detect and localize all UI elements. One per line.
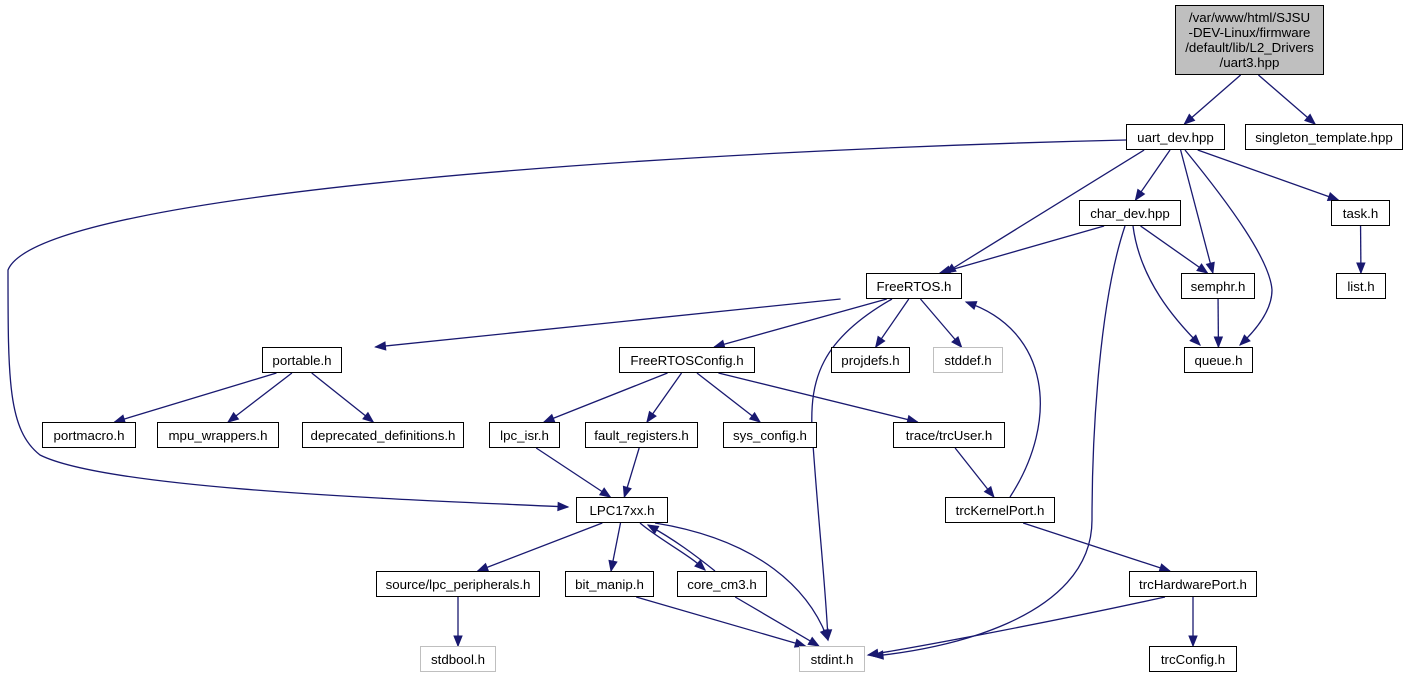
edge-portable_h-to-mpu_wrappers_h — [228, 373, 292, 422]
node-core-cm3-h[interactable]: core_cm3.h — [677, 571, 767, 597]
node-list-h[interactable]: list.h — [1336, 273, 1386, 299]
node-singleton-template-hpp[interactable]: singleton_template.hpp — [1245, 124, 1403, 150]
edge-bit_manip_h-to-stdint_h — [636, 597, 805, 646]
arrowhead-lpc_isr_h — [544, 415, 555, 422]
arrowhead-bit_manip_h — [609, 560, 617, 571]
root-file-path-line: -DEV-Linux/firmware — [1189, 25, 1311, 40]
edge-core_cm3_h-to-stdint_h — [735, 597, 819, 646]
arrowhead-lpc17xx_h — [600, 488, 611, 497]
edge-char_dev_hpp-to-freertos_h — [940, 226, 1104, 273]
node-deprecated-definitions-h[interactable]: deprecated_definitions.h — [302, 422, 464, 448]
node-trckernelport-h[interactable]: trcKernelPort.h — [945, 497, 1055, 523]
node-freertosconfig-h[interactable]: FreeRTOSConfig.h — [619, 347, 755, 373]
node-fault-registers-h[interactable]: fault_registers.h — [585, 422, 698, 448]
edge-portable_h-to-portmacro_h — [115, 373, 277, 422]
node-stdbool-h[interactable]: stdbool.h — [420, 646, 496, 672]
node-mpu-wrappers-h[interactable]: mpu_wrappers.h — [157, 422, 279, 448]
arrowhead-queue_h — [1214, 337, 1222, 347]
arrowhead-semphr_h — [1206, 262, 1214, 273]
arrowhead-projdefs_h — [876, 336, 885, 347]
edge-lpc17xx_h-to-core_cm3_h — [640, 523, 705, 570]
arrowhead-lpc17xx_h — [648, 525, 659, 533]
node-stddef-h[interactable]: stddef.h — [933, 347, 1003, 373]
node-projdefs-h[interactable]: projdefs.h — [831, 347, 910, 373]
edge-char_dev_hpp-to-semphr_h — [1141, 226, 1208, 273]
node-portmacro-h[interactable]: portmacro.h — [42, 422, 136, 448]
node-trace-trcuser-h[interactable]: trace/trcUser.h — [893, 422, 1005, 448]
arrowhead-freertos_h — [966, 302, 977, 310]
edge-lpc17xx_h-to-lpc_peripherals_h — [478, 523, 603, 571]
node-lpc17xx-h[interactable]: LPC17xx.h — [576, 497, 668, 523]
node-char-dev-hpp[interactable]: char_dev.hpp — [1079, 200, 1181, 226]
root-file-path-line: /uart3.hpp — [1220, 55, 1280, 70]
root-file-path-line: /default/lib/L2_Drivers — [1185, 40, 1314, 55]
edge-trckernelport_h-to-trchardwareport_h — [1023, 523, 1170, 571]
node-uart-dev-hpp[interactable]: uart_dev.hpp — [1126, 124, 1225, 150]
arrowhead-stdint_h — [868, 649, 879, 657]
root-file-path-line: /var/www/html/SJSU — [1189, 10, 1310, 25]
arrowhead-fault_registers_h — [647, 412, 656, 422]
arrowhead-portable_h — [375, 342, 385, 350]
arrowhead-lpc17xx_h — [623, 486, 631, 497]
node-stdint-h[interactable]: stdint.h — [799, 646, 865, 672]
arrowhead-sys_config_h — [750, 413, 760, 422]
node-lpc-isr-h[interactable]: lpc_isr.h — [489, 422, 560, 448]
edge-lpc_isr_h-to-lpc17xx_h — [536, 448, 610, 497]
arrowhead-stdbool_h — [454, 636, 462, 646]
edge-root-to-singleton_template_hpp — [1258, 75, 1315, 124]
arrowhead-lpc17xx_h — [558, 503, 568, 511]
arrowhead-list_h — [1357, 263, 1365, 273]
node-trcconfig-h[interactable]: trcConfig.h — [1149, 646, 1237, 672]
arrowhead-trcconfig_h — [1189, 636, 1197, 646]
node-trchardwareport-h[interactable]: trcHardwarePort.h — [1129, 571, 1257, 597]
arrowhead-stdint_h — [808, 637, 819, 646]
arrowhead-char_dev_hpp — [1135, 190, 1144, 200]
edge-freertos_h-to-portable_h — [375, 299, 840, 347]
edge-freertosconfig_h-to-trcuser_h — [718, 373, 917, 422]
node-semphr-h[interactable]: semphr.h — [1181, 273, 1255, 299]
edge-freertos_h-to-freertosconfig_h — [714, 299, 887, 347]
arrowhead-trckernelport_h — [985, 487, 994, 497]
node-sys-config-h[interactable]: sys_config.h — [723, 422, 817, 448]
edge-trchardwareport_h-to-stdint_h — [868, 597, 1165, 655]
node-bit-manip-h[interactable]: bit_manip.h — [565, 571, 654, 597]
edge-trckernelport_h-to-freertos_h — [966, 302, 1040, 497]
node-lpc-peripherals-h[interactable]: source/lpc_peripherals.h — [376, 571, 540, 597]
node-freertos-h[interactable]: FreeRTOS.h — [866, 273, 962, 299]
edge-core_cm3_h-to-lpc17xx_h — [648, 525, 715, 571]
arrowhead-semphr_h — [1197, 264, 1207, 273]
arrowhead-deprecated_definitions_h — [363, 413, 373, 422]
node-portable-h[interactable]: portable.h — [262, 347, 342, 373]
node-task-h[interactable]: task.h — [1331, 200, 1390, 226]
arrowhead-stdint_h — [821, 629, 828, 640]
edge-uart_dev_hpp-to-semphr_h — [1181, 150, 1213, 273]
arrowhead-mpu_wrappers_h — [228, 413, 238, 422]
edge-root-to-uart_dev_hpp — [1184, 75, 1240, 124]
root-file-node[interactable]: /var/www/html/SJSU -DEV-Linux/firmware /… — [1175, 5, 1324, 75]
edge-uart_dev_hpp-to-queue_h — [1185, 150, 1272, 345]
node-queue-h[interactable]: queue.h — [1184, 347, 1253, 373]
edge-portable_h-to-deprecated_definitions_h — [312, 373, 374, 422]
